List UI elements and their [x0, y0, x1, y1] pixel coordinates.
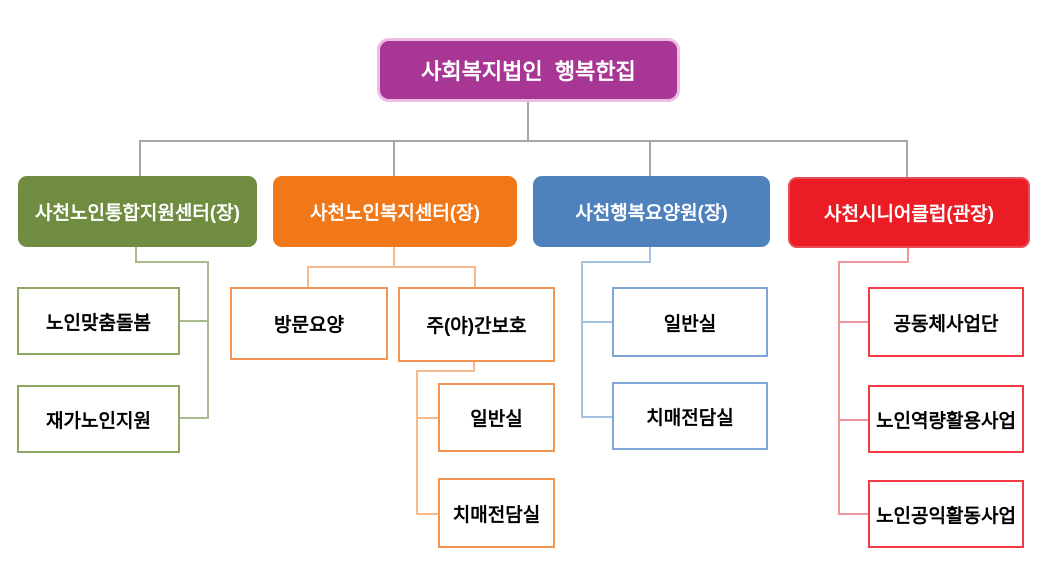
connector-orange-stub: [393, 247, 395, 268]
org-node-daycare-general-room: 일반실: [438, 383, 555, 452]
org-node-branch-3: 사천행복요양원(장): [533, 176, 770, 247]
connector-drop-branch-2: [393, 140, 395, 176]
org-node-senior-capability: 노인역량활용사업: [868, 385, 1024, 453]
connector-drop-branch-4: [906, 140, 908, 177]
connector-blue-stub: [649, 247, 651, 263]
connector-blue-child-1: [581, 321, 612, 323]
connector-green-spine: [207, 261, 209, 419]
org-node-daynight-care: 주(야)간보호: [398, 287, 555, 362]
connector-blue-spine: [581, 261, 583, 418]
connector-orange-sub-child-1: [416, 417, 438, 419]
connector-red-child-2: [838, 419, 868, 421]
connector-top-horizontal: [139, 140, 908, 142]
connector-root-drop: [527, 102, 529, 142]
connector-red-child-3: [838, 513, 868, 515]
connector-drop-branch-3: [649, 140, 651, 176]
org-node-visiting-care: 방문요양: [230, 287, 388, 360]
org-node-home-support: 재가노인지원: [17, 385, 180, 453]
connector-blue-jog: [581, 261, 651, 263]
connector-red-spine: [838, 261, 840, 515]
org-node-daycare-dementia-room: 치매전담실: [438, 478, 555, 548]
org-node-branch-2: 사천노인복지센터(장): [273, 176, 517, 247]
org-node-nursing-general-room: 일반실: [612, 287, 768, 357]
connector-orange-sub-child-2: [416, 513, 438, 515]
connector-orange-horizontal: [307, 266, 476, 268]
org-node-custom-care: 노인맞춤돌봄: [17, 287, 180, 355]
connector-orange-sub-stub: [473, 362, 475, 372]
connector-green-stub: [135, 247, 137, 262]
connector-red-stub: [907, 248, 909, 263]
connector-red-child-1: [838, 321, 868, 323]
connector-green-child-1: [180, 320, 209, 322]
connector-green-jog: [135, 261, 209, 263]
connector-blue-child-2: [581, 416, 612, 418]
connector-orange-drop-2: [474, 266, 476, 287]
connector-orange-drop-1: [307, 266, 309, 287]
connector-orange-sub-spine: [416, 370, 418, 515]
connector-drop-branch-1: [139, 140, 141, 176]
org-node-senior-public-activity: 노인공익활동사업: [868, 480, 1024, 548]
org-node-root: 사회복지법인 행복한집: [377, 38, 680, 102]
org-node-branch-1: 사천노인통합지원센터(장): [18, 176, 257, 247]
connector-orange-sub-jog: [416, 370, 475, 372]
org-node-nursing-dementia-room: 치매전담실: [612, 382, 768, 450]
connector-red-jog: [838, 261, 909, 263]
org-node-branch-4: 사천시니어클럽(관장): [788, 177, 1030, 248]
connector-green-child-2: [180, 417, 209, 419]
org-node-community-business: 공동체사업단: [868, 287, 1024, 357]
